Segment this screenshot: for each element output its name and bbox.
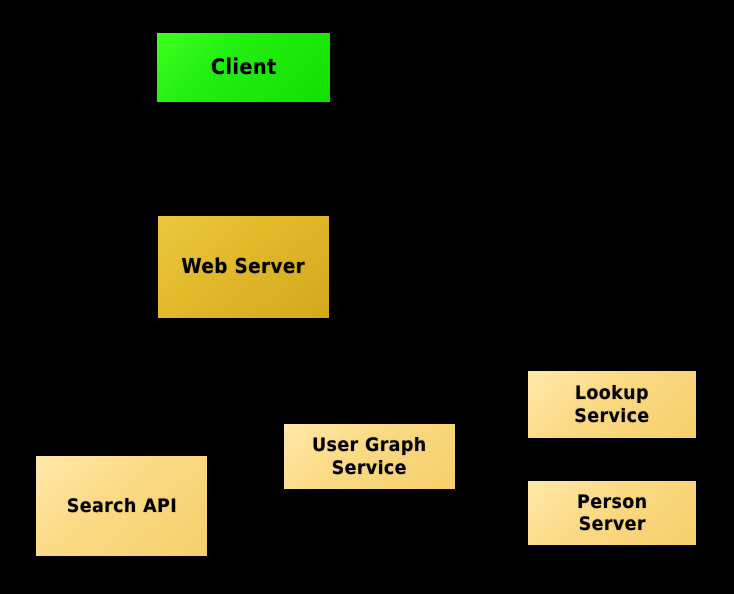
node-web-server-label: Web Server (181, 254, 306, 279)
node-search-api[interactable]: Search API (36, 456, 207, 556)
node-user-graph-service[interactable]: User Graph Service (284, 424, 455, 489)
node-client[interactable]: Client (157, 33, 330, 102)
node-client-label: Client (210, 55, 277, 80)
node-web-server[interactable]: Web Server (158, 216, 329, 318)
node-person-server-label: Person Server (576, 490, 648, 535)
node-lookup-service[interactable]: Lookup Service (528, 371, 696, 438)
node-search-api-label: Search API (66, 494, 177, 517)
node-lookup-service-label: Lookup Service (574, 382, 650, 427)
node-person-server[interactable]: Person Server (528, 481, 696, 545)
node-user-graph-service-label: User Graph Service (312, 434, 427, 479)
